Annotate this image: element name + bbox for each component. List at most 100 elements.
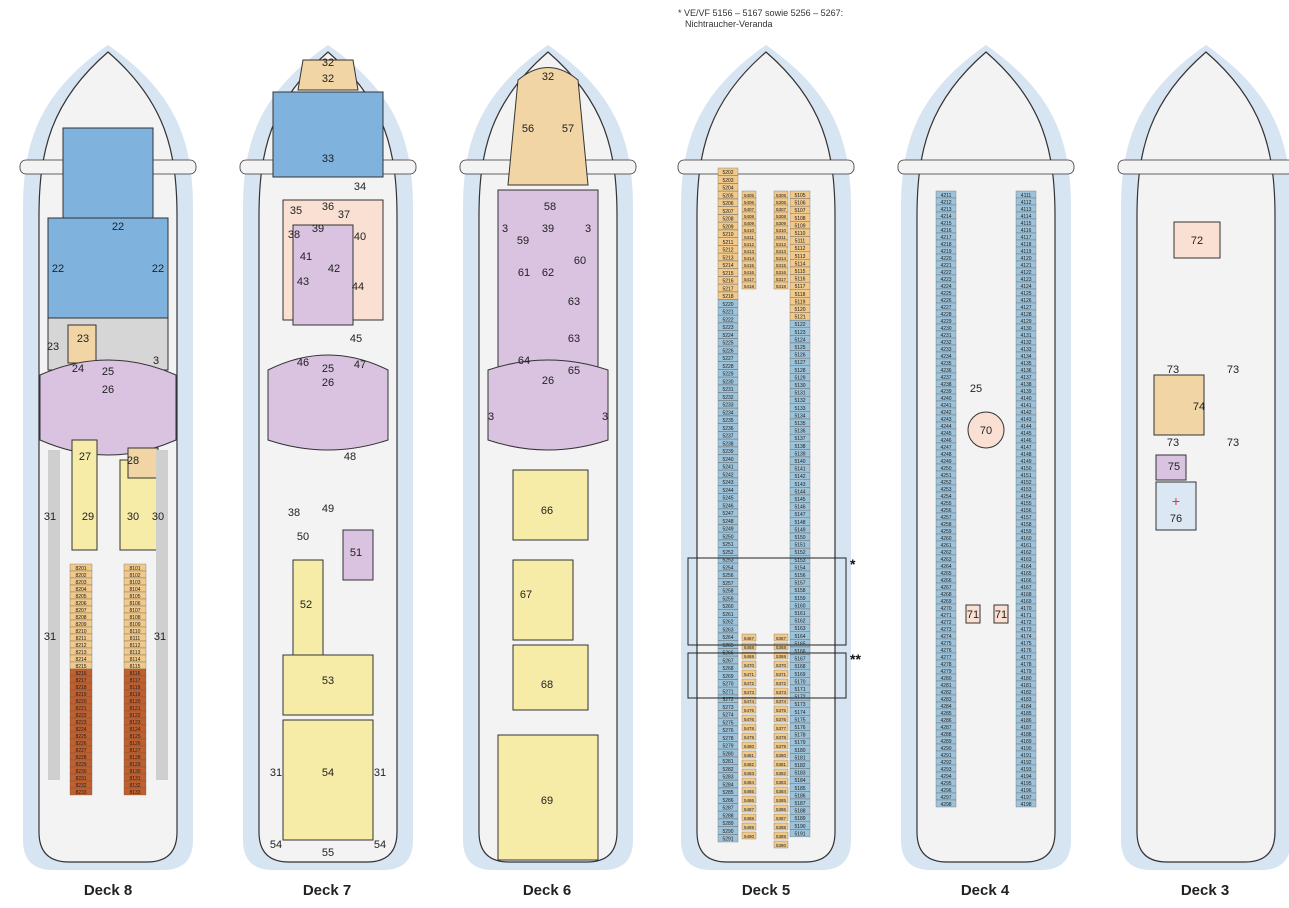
smoking-veranda-marker: * bbox=[850, 556, 856, 572]
cabin-number: 8212 bbox=[75, 643, 86, 649]
cabin-number: 5178 bbox=[794, 733, 805, 739]
deck-label-3: Deck 3 bbox=[1180, 882, 1230, 899]
cabin-number: 5156 bbox=[794, 573, 805, 579]
cabin bbox=[773, 678, 789, 687]
cabin-number: 4157 bbox=[1020, 515, 1031, 521]
cabin-number: 8216 bbox=[75, 671, 86, 677]
cabin-number: 5168 bbox=[794, 664, 805, 670]
cabin-number: 5222 bbox=[722, 317, 733, 323]
cabin-number: 5472 bbox=[744, 681, 755, 686]
medical-cross-icon: + bbox=[1172, 493, 1180, 509]
cabin-number: 5116 bbox=[795, 277, 806, 283]
cabin-number: 5230 bbox=[722, 379, 733, 385]
area-23-box bbox=[67, 324, 97, 364]
cabin-number: 8201 bbox=[75, 566, 86, 572]
cabin-number: 5256 bbox=[722, 573, 733, 579]
cabin-number: 4132 bbox=[1020, 340, 1031, 346]
cabin bbox=[717, 338, 739, 347]
cabin-number: 5275 bbox=[722, 720, 733, 726]
cabin-number: 5225 bbox=[722, 341, 733, 347]
cabin-number: 5315 bbox=[776, 263, 787, 268]
cabin bbox=[717, 570, 739, 579]
cabin-number: 5123 bbox=[794, 330, 805, 336]
cabin-number: 5265 bbox=[722, 643, 733, 649]
cabin bbox=[741, 831, 757, 840]
area-number: 73 bbox=[1227, 437, 1239, 449]
cabin-number: 8221 bbox=[75, 706, 86, 712]
cabin-number: 5413 bbox=[744, 249, 755, 254]
cabin-number: 5474 bbox=[744, 699, 755, 704]
cabin bbox=[717, 415, 739, 424]
cabin-number: 5310 bbox=[776, 228, 787, 233]
cabin-number: 5317 bbox=[776, 277, 787, 282]
cabin bbox=[717, 268, 739, 277]
cabin-number: 4152 bbox=[1020, 480, 1031, 486]
area-number: 3 bbox=[502, 223, 508, 235]
cabin-number: 5239 bbox=[722, 449, 733, 455]
cabin-number: 4221 bbox=[940, 263, 951, 269]
cabin-number: 5367 bbox=[776, 636, 787, 641]
area-number: 3 bbox=[602, 411, 608, 423]
cabin-number: 8219 bbox=[75, 692, 86, 698]
cabin-number: 5414 bbox=[744, 256, 755, 261]
cabin-number: 4215 bbox=[940, 221, 951, 227]
area-number: 43 bbox=[297, 276, 309, 288]
cabin bbox=[773, 813, 789, 822]
cabin-number: 4218 bbox=[940, 242, 951, 248]
cabin-number: 5152 bbox=[794, 550, 805, 556]
cabin-number: 4240 bbox=[940, 396, 951, 402]
cabin-number: 8205 bbox=[75, 594, 86, 600]
area-71-box-right bbox=[993, 604, 1009, 624]
cabin-number: 5122 bbox=[794, 322, 805, 328]
cabin-number: 4174 bbox=[1020, 634, 1031, 640]
area-number: 63 bbox=[568, 296, 580, 308]
footnote: * VE/VF 5156 – 5167 sowie 5256 – 5267: N… bbox=[678, 8, 843, 30]
area-number: 30 bbox=[127, 511, 139, 523]
cabin-number: 5312 bbox=[776, 242, 787, 247]
cabin bbox=[123, 787, 147, 796]
cabin-number: 5107 bbox=[794, 208, 805, 214]
cabin-number: 5311 bbox=[776, 235, 786, 240]
area-number: 27 bbox=[79, 451, 91, 463]
cabin-number: 4297 bbox=[940, 795, 951, 801]
cabin-number: 8101 bbox=[129, 566, 140, 572]
cabin-number: 5161 bbox=[794, 611, 805, 617]
area-number: 55 bbox=[322, 847, 334, 859]
cabin-number: 5189 bbox=[794, 816, 805, 822]
cabin bbox=[717, 353, 739, 362]
cabin-number: 5158 bbox=[794, 588, 805, 594]
cabin-number: 5141 bbox=[794, 467, 805, 473]
cabin-number: 5233 bbox=[722, 403, 733, 409]
cabin-number: 5471 bbox=[744, 672, 755, 677]
cabin-number: 5109 bbox=[794, 223, 805, 229]
cabin-number: 4183 bbox=[1020, 697, 1031, 703]
deck-label-6: Deck 6 bbox=[522, 882, 572, 899]
cabin-number: 5314 bbox=[776, 256, 787, 261]
cabin-number: 5217 bbox=[722, 286, 733, 292]
cabin-number: 4259 bbox=[940, 529, 951, 535]
cabin-number: 5182 bbox=[794, 763, 805, 769]
cabin-number: 4294 bbox=[940, 774, 951, 780]
area-number: 38 bbox=[288, 229, 300, 241]
area-number: 73 bbox=[1167, 364, 1179, 376]
cabin bbox=[717, 547, 739, 556]
cabin-number: 8102 bbox=[129, 573, 140, 579]
cabin-number: 5159 bbox=[794, 596, 805, 602]
cabin-number: 4252 bbox=[940, 480, 951, 486]
area-number: 57 bbox=[562, 123, 574, 135]
veranda-box-2 bbox=[687, 652, 847, 699]
deck-plan-4: 4211421242134214421542164217421842194220… bbox=[897, 45, 1075, 870]
cabin bbox=[717, 764, 739, 773]
cabin-number: 4147 bbox=[1020, 445, 1031, 451]
cabin-number: 4184 bbox=[1020, 704, 1031, 710]
cabin bbox=[717, 253, 739, 261]
cabin bbox=[717, 198, 739, 207]
cabin-number: 5180 bbox=[794, 748, 805, 754]
cabin-number: 5181 bbox=[794, 755, 805, 761]
cabin-number: 4189 bbox=[1020, 739, 1031, 745]
cabin-number: 5368 bbox=[776, 645, 787, 650]
cabin bbox=[717, 501, 739, 509]
cabin-number: 4249 bbox=[940, 459, 951, 465]
cabin bbox=[717, 524, 739, 533]
area-number: 63 bbox=[568, 333, 580, 345]
